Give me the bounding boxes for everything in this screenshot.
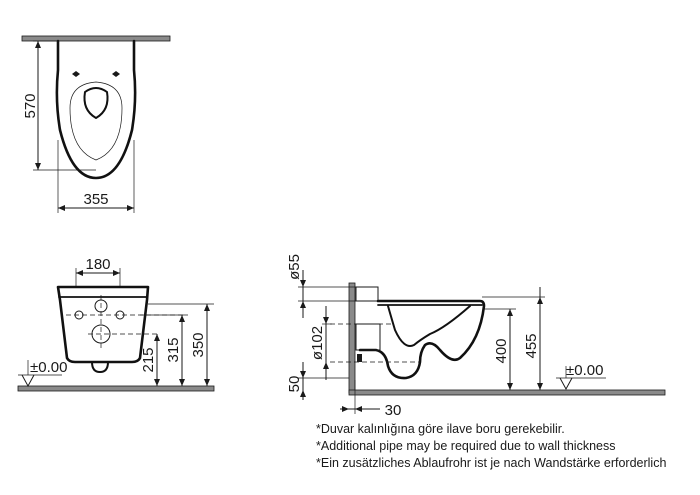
side-view-outlet-height-label: 400	[493, 338, 510, 363]
side-view-wall-distance-arrow-left	[342, 406, 349, 412]
side-view-outlet-nozzle	[357, 354, 362, 362]
notes: *Duvar kalınlığına göre ilave boru gerek…	[316, 422, 666, 470]
side-view-d102-arrow-bottom	[323, 362, 329, 369]
side-view-wall-distance-label: 30	[385, 402, 402, 419]
side-view-outlet-height-arrow-top	[507, 309, 513, 316]
top-view-fixing-left	[72, 71, 80, 77]
note-english: *Additional pipe may be required due to …	[316, 439, 615, 453]
front-view-floor	[17, 385, 215, 392]
side-view: ø55 ø102 50 400 455 30 ±0.00	[286, 254, 666, 419]
side-view-wall	[348, 282, 356, 394]
top-view-fixing-right	[112, 71, 120, 77]
top-view-bowl-outline	[55, 39, 137, 180]
front-view-floor-level-label: ±0.00	[30, 359, 67, 376]
side-view-total-height-label: 455	[523, 333, 540, 358]
note-german: *Ein zusätzliches Ablaufrohr ist je nach…	[316, 456, 666, 470]
side-view-d55-arrow-bottom	[300, 301, 306, 308]
top-view-seat-outline	[69, 81, 123, 161]
front-view-foot	[91, 361, 109, 373]
front-view-body	[56, 285, 150, 364]
front-view-dim-215-label: 215	[140, 347, 157, 372]
side-view-d102-label: ø102	[309, 326, 326, 360]
front-view-top-width-arrow-left	[76, 270, 83, 276]
top-view-depth-arrow-bottom	[35, 163, 41, 170]
front-view-dim-215-arrow-top	[154, 334, 160, 341]
front-view-dim-315-arrow-top	[179, 315, 185, 322]
side-view-outlet-height-arrow-bottom	[507, 383, 513, 390]
side-view-d55-label: ø55	[286, 254, 303, 280]
side-view-floor-gap-label: 50	[286, 376, 303, 393]
front-view-dim-350-label: 350	[190, 332, 207, 357]
side-view-d55-arrow-top	[300, 280, 306, 287]
top-view-depth-label: 570	[22, 93, 39, 118]
side-view-inlet-pipe	[355, 286, 379, 302]
side-view-floor-level-marker	[559, 377, 573, 391]
side-view-floor	[348, 389, 666, 396]
side-view-d102-arrow-top	[323, 317, 329, 324]
front-view-dim-315-arrow-bottom	[179, 379, 185, 386]
top-view: 570 355	[21, 35, 171, 213]
top-view-width-arrow-right	[127, 205, 134, 211]
top-view-width-label: 355	[83, 191, 108, 208]
front-view-top-width-label: 180	[85, 256, 110, 273]
side-view-floor-gap-arrow-bottom	[300, 390, 306, 397]
front-view: 180 215 315 350 ±0.00	[17, 256, 215, 392]
side-view-total-height-arrow-bottom	[537, 383, 543, 390]
side-view-trap	[387, 305, 471, 347]
top-view-wall	[21, 35, 171, 42]
front-view-floor-level-marker	[21, 374, 35, 388]
front-view-top-width-arrow-right	[113, 270, 120, 276]
side-view-floor-gap-arrow-top	[300, 371, 306, 378]
side-view-wall-distance-arrow-right	[355, 406, 362, 412]
top-view-opening	[83, 87, 109, 119]
front-view-dim-350-arrow-top	[204, 304, 210, 311]
side-view-floor-level-label: ±0.00	[566, 362, 603, 379]
side-view-bowl	[358, 299, 486, 380]
top-view-width-arrow-left	[58, 205, 65, 211]
front-view-dim-350-arrow-bottom	[204, 379, 210, 386]
front-view-dim-215-arrow-bottom	[154, 379, 160, 386]
front-view-dim-315-label: 315	[165, 337, 182, 362]
note-turkish: *Duvar kalınlığına göre ilave boru gerek…	[316, 422, 565, 436]
side-view-total-height-arrow-top	[537, 297, 543, 304]
top-view-depth-arrow-top	[35, 41, 41, 48]
side-view-outlet-pipe	[355, 323, 381, 351]
